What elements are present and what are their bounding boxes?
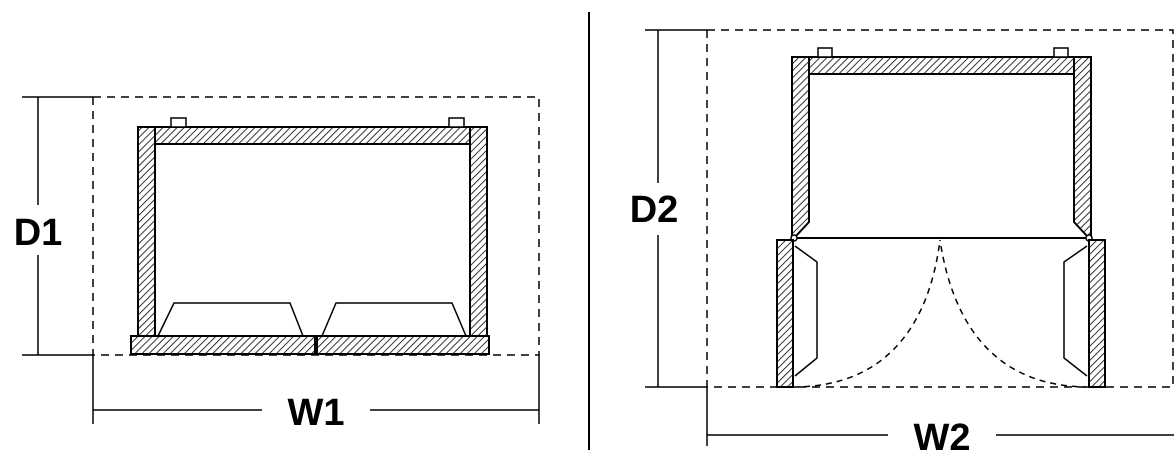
door-swing-arcs — [792, 239, 1090, 388]
closed-door-handles — [157, 302, 467, 337]
open-envelope-outline — [706, 29, 1174, 388]
open-cabinet — [790, 47, 1093, 242]
closed-doors — [130, 335, 490, 355]
closed-cabinet — [137, 117, 488, 338]
open-door-handles — [794, 245, 1088, 377]
d2-label: D2 — [630, 189, 679, 231]
w2-label: W2 — [914, 417, 971, 450]
closed-unit-diagram: D1 W1 — [6, 96, 540, 434]
open-unit-diagram: D2 W2 — [620, 29, 1174, 450]
w1-label: W1 — [288, 392, 345, 434]
open-doors — [776, 239, 1106, 388]
d1-label: D1 — [14, 212, 63, 254]
